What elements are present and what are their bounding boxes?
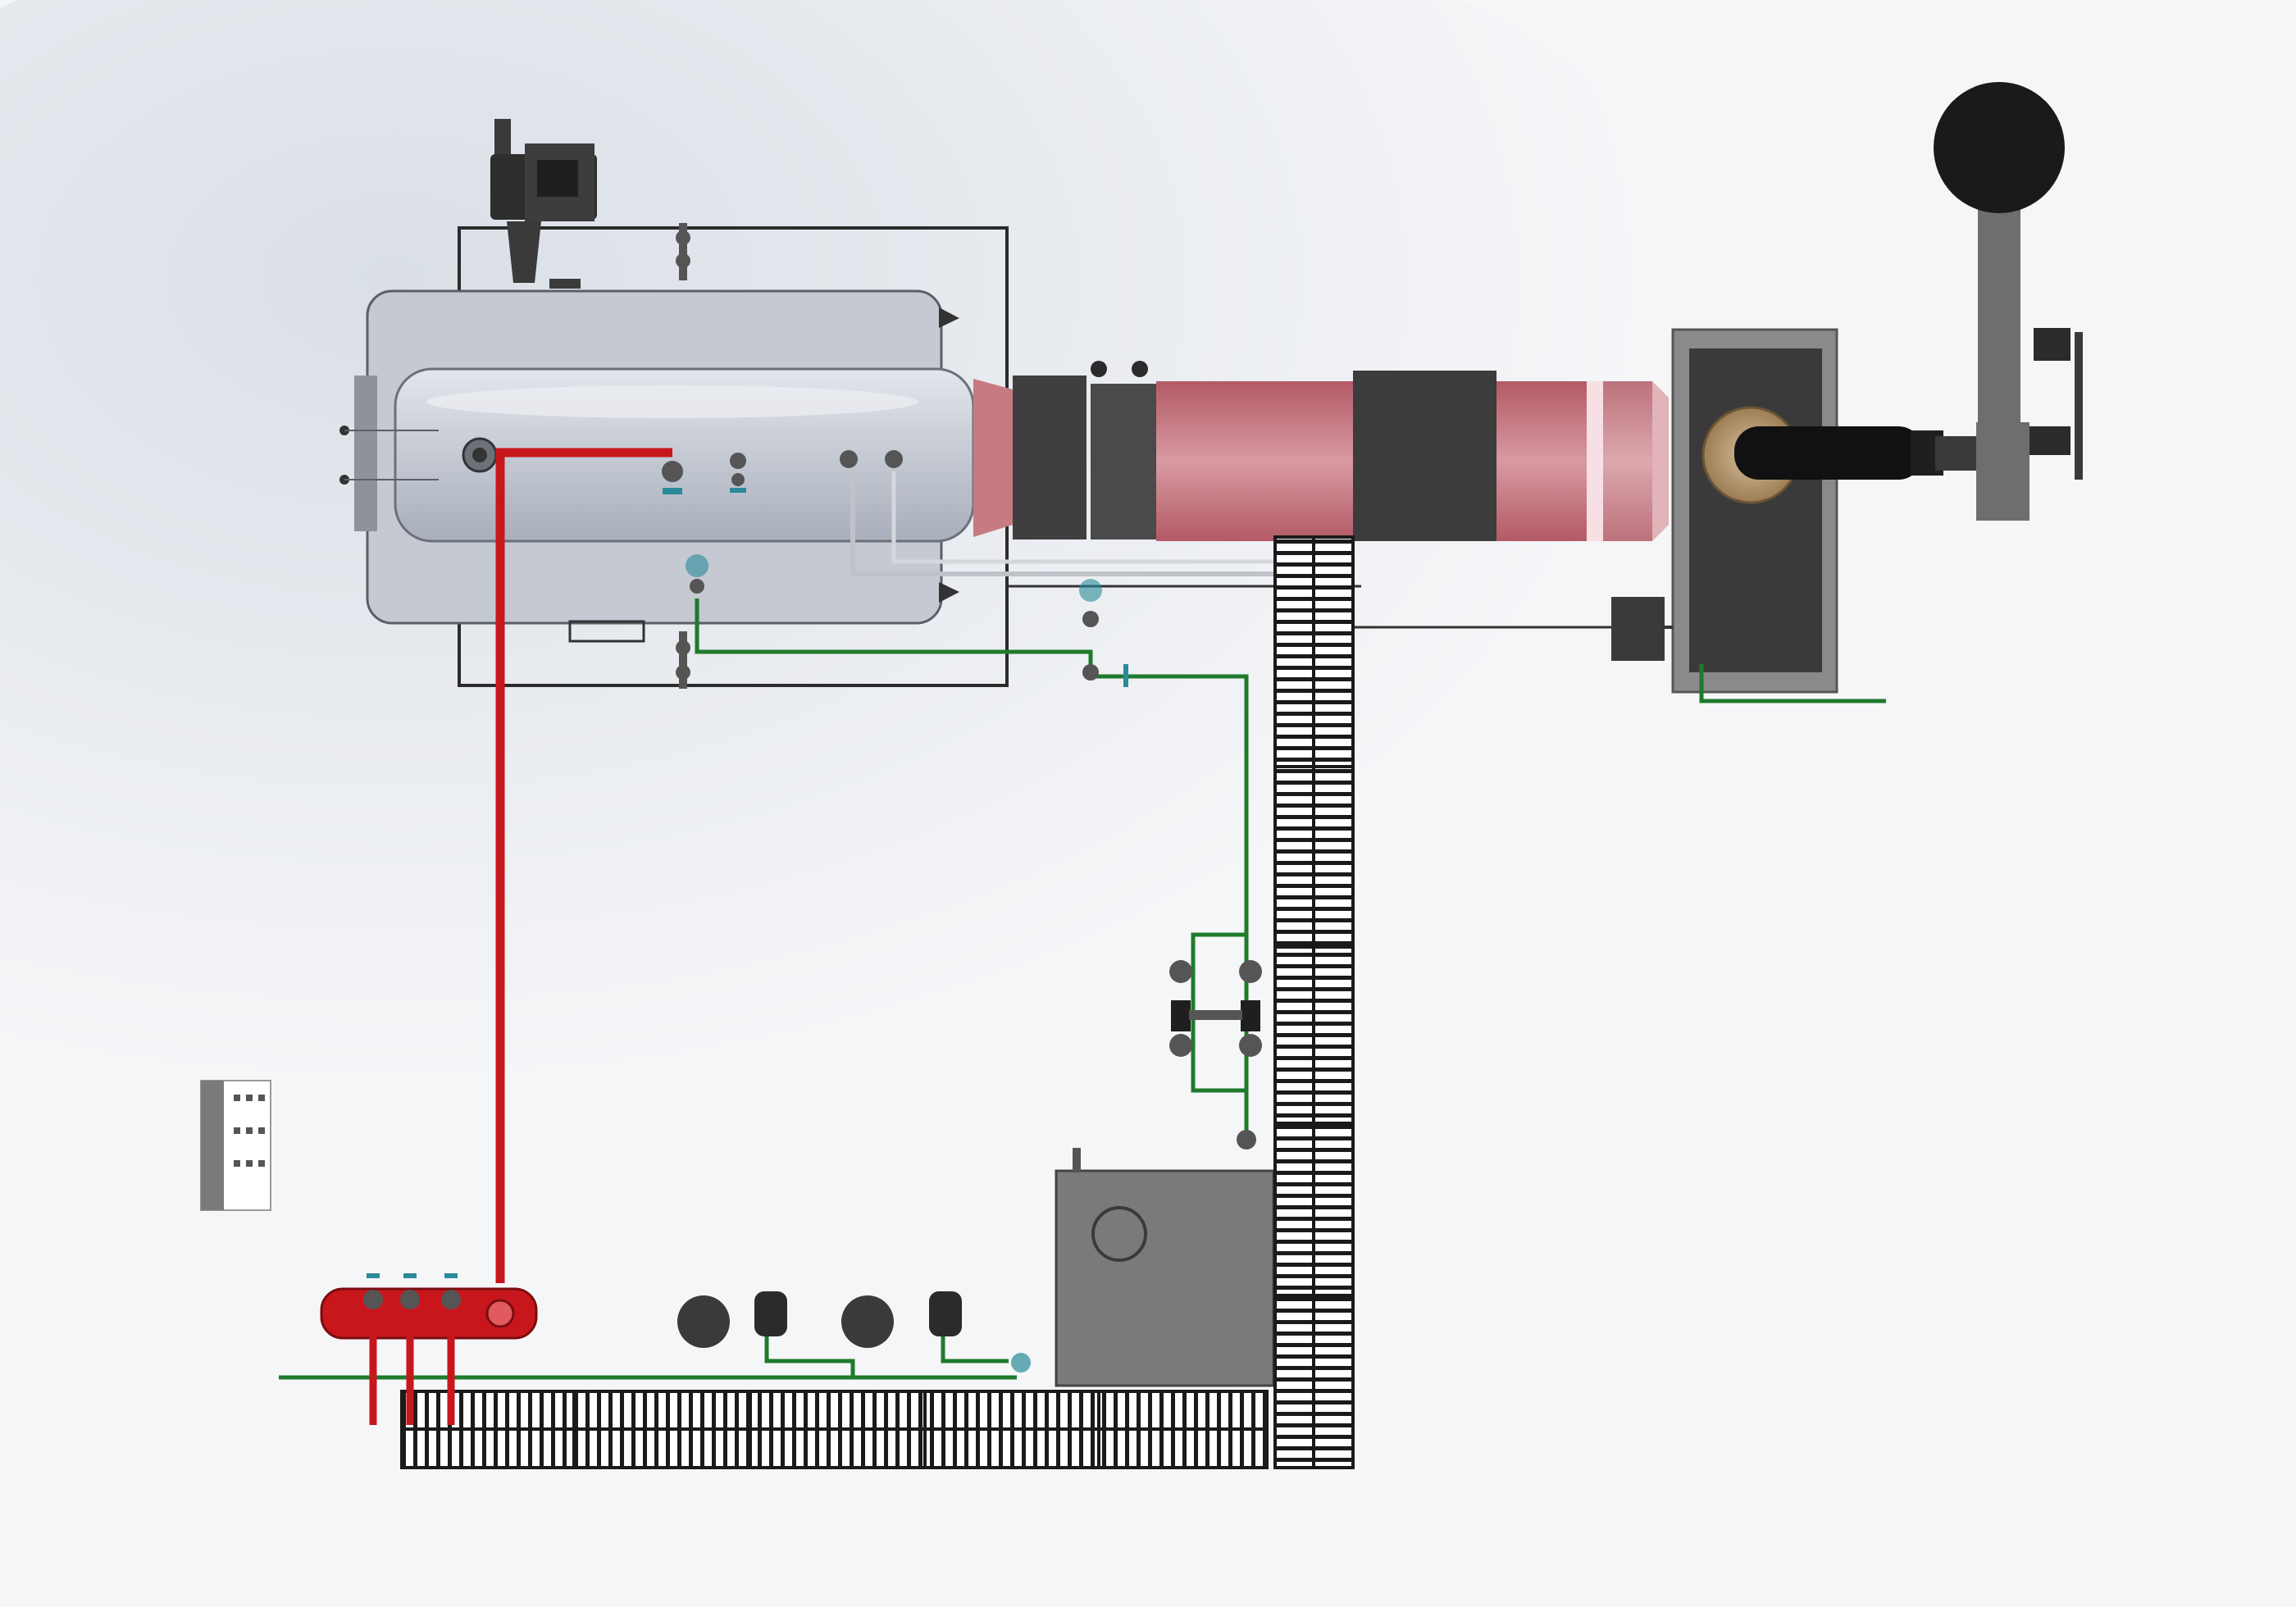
flue-duct xyxy=(973,361,1669,541)
sample-line xyxy=(891,471,1312,564)
flue-duct-section xyxy=(1156,381,1353,541)
frame-valve-top xyxy=(676,223,690,280)
sample-line xyxy=(850,471,1304,576)
economizer-icon xyxy=(1091,384,1156,539)
header-valve xyxy=(363,1273,461,1309)
pump-icon xyxy=(1169,960,1262,1149)
chimney-cap xyxy=(1934,82,2065,213)
manhole-fitting xyxy=(462,437,498,473)
safety-valve-icon xyxy=(662,461,683,494)
stack-rail xyxy=(2075,332,2083,480)
economizer-inlet-box xyxy=(1013,376,1086,539)
condenser-box xyxy=(1353,371,1496,541)
chimney-assembly xyxy=(1611,82,2083,694)
boiler-front-plate xyxy=(354,376,377,531)
flue-duct-section xyxy=(1496,381,1587,541)
cable-tray-horizontal xyxy=(400,1390,1269,1469)
blower-fan-icon xyxy=(490,119,597,289)
feed-check-valve xyxy=(686,554,708,594)
control-panel-icon xyxy=(200,1080,271,1211)
burner-housing-inner xyxy=(1689,348,1822,672)
exhaust-reducer xyxy=(1935,436,1980,471)
chimney-icon xyxy=(1978,184,2020,521)
sensor-box xyxy=(2034,328,2070,361)
flue-duct-gap xyxy=(1587,381,1603,541)
frame-valve-bottom xyxy=(676,631,690,689)
blowdown-tab xyxy=(568,620,645,643)
pressure-gauge-icon xyxy=(730,453,746,493)
control-box xyxy=(1611,597,1665,661)
flue-duct-end xyxy=(1652,381,1669,541)
feed-valve-icon xyxy=(1079,579,1128,687)
steam-piping xyxy=(320,448,672,1425)
boiler-shell-highlight xyxy=(426,385,918,418)
pump-icon xyxy=(929,1291,962,1336)
softener-tank xyxy=(841,1295,894,1348)
exhaust-pipe xyxy=(1734,426,1923,480)
softener-tanks xyxy=(677,1291,1031,1373)
water-tank-icon xyxy=(1055,1148,1275,1387)
flue-duct-section xyxy=(1603,381,1652,541)
economizer-fitting xyxy=(1132,361,1148,377)
inlet-valve xyxy=(1011,1353,1031,1373)
cable-tray-vertical xyxy=(1273,535,1355,1469)
pump-icon xyxy=(754,1291,787,1336)
damper-actuator xyxy=(2029,426,2070,455)
casing-lug xyxy=(939,307,959,328)
economizer-fitting xyxy=(1091,361,1107,377)
level-gauge-icon xyxy=(840,450,903,468)
softener-tank xyxy=(677,1295,730,1348)
flue-transition xyxy=(973,379,1013,537)
casing-lug xyxy=(939,582,959,603)
